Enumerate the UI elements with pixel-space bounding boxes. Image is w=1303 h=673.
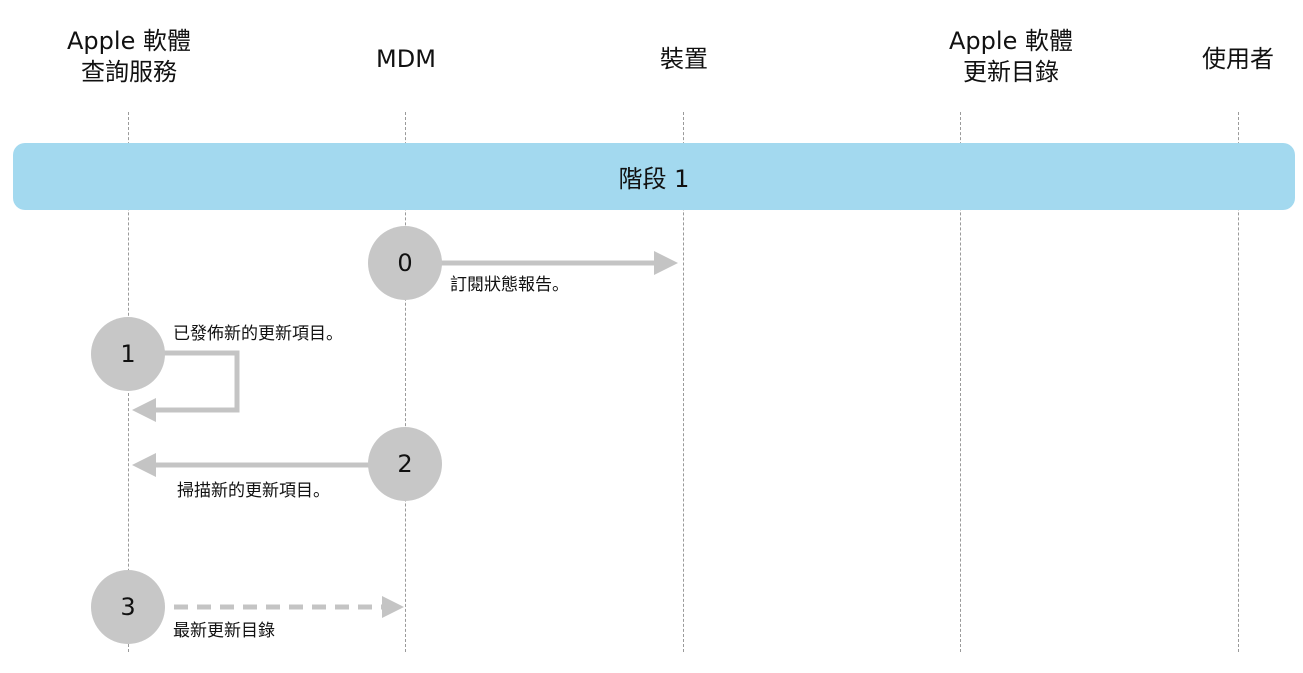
lifeline-device	[683, 112, 684, 652]
step-label-2: 掃描新的更新項目。	[177, 481, 330, 501]
lifeline-apple-software-update-catalog	[960, 112, 961, 652]
step-number: 2	[397, 450, 413, 478]
phase-band: 階段 1	[13, 143, 1295, 210]
step-number: 0	[397, 249, 413, 277]
step-circle-1: 1	[91, 317, 165, 391]
lifeline-mdm	[405, 112, 406, 652]
step-number: 1	[120, 340, 136, 368]
arrow-step-1	[132, 350, 240, 422]
arrow-step-2	[132, 453, 370, 477]
header-mdm: MDM	[306, 44, 506, 75]
lifeline-user	[1238, 112, 1239, 652]
header-line1: Apple 軟體	[67, 27, 191, 55]
header-device: 裝置	[584, 44, 784, 75]
arrow-step-3	[174, 596, 404, 618]
phase-label: 階段 1	[618, 165, 690, 193]
header-line1: Apple 軟體	[949, 27, 1073, 55]
header-apple-software-lookup-service: Apple 軟體 查詢服務	[29, 26, 229, 88]
step-label-1: 已發佈新的更新項目。	[173, 324, 343, 344]
step-label-0: 訂閱狀態報告。	[450, 275, 569, 295]
header-line1: 使用者	[1202, 45, 1274, 73]
header-line2: 查詢服務	[81, 58, 177, 86]
header-line1: MDM	[376, 45, 436, 73]
header-line2: 更新目錄	[963, 58, 1059, 86]
step-circle-3: 3	[91, 570, 165, 644]
arrow-step-0	[440, 251, 678, 275]
header-user: 使用者	[1138, 44, 1303, 75]
step-circle-0: 0	[368, 226, 442, 300]
step-label-3: 最新更新目錄	[173, 621, 275, 641]
step-number: 3	[120, 593, 136, 621]
step-circle-2: 2	[368, 427, 442, 501]
header-apple-software-update-catalog: Apple 軟體 更新目錄	[911, 26, 1111, 88]
header-line1: 裝置	[660, 45, 708, 73]
